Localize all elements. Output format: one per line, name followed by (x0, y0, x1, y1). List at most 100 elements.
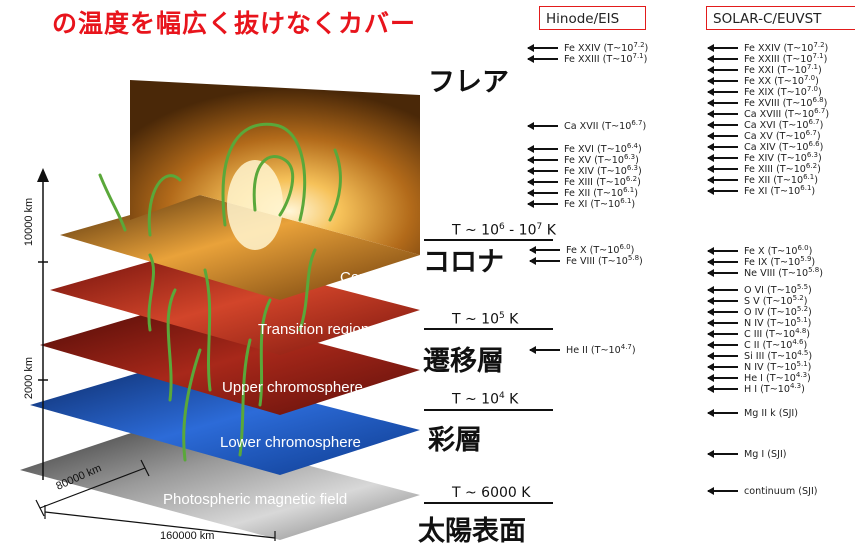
line-temp-exponent: 5.8 (627, 253, 640, 262)
line-ion: Fe XIV (744, 153, 774, 164)
spectral-line: Fe XIV (T~106.3) (707, 151, 829, 164)
line-ion: C III (744, 329, 763, 340)
spectral-line: C II (T~104.6) (707, 338, 812, 351)
left-arrow-icon (707, 297, 738, 305)
line-temp-prefix: (T~10 (773, 164, 806, 175)
line-temp-exponent: 5.2 (792, 293, 804, 302)
line-temp-exponent: 7.2 (813, 40, 825, 49)
line-temp-prefix: (T~10 (770, 175, 804, 186)
line-temp-prefix: (T~10 (763, 318, 797, 329)
line-ion: He II (566, 345, 588, 356)
line-ion: Fe XXIV (564, 43, 601, 54)
line-temp-suffix: ) (639, 256, 643, 267)
euvst-lines-warm: Fe X (T~106.0)Fe IX (T~105.9)Ne VIII (T~… (707, 244, 823, 279)
line-temp-suffix: ) (811, 186, 816, 197)
spectral-line: Fe XXIII (T~107.1) (707, 52, 829, 65)
spectral-line: Fe X (T~106.0) (529, 243, 643, 256)
line-ion: Ne VIII (744, 268, 776, 279)
line-temp-suffix: ) (823, 54, 828, 65)
layer-transition-region (50, 250, 420, 355)
line-temp-prefix: (T~10 (775, 120, 809, 131)
spectral-line: Fe XI (T~106.1) (707, 184, 829, 197)
line-temp-exponent: 7.0 (804, 73, 816, 82)
left-arrow-icon (707, 132, 738, 140)
line-temp-suffix: ) (803, 296, 808, 307)
left-arrow-icon (707, 363, 738, 371)
line-temp-prefix: (T~10 (764, 246, 798, 257)
width-label: 160000 km (160, 530, 214, 542)
left-arrow-icon (527, 156, 558, 164)
line-temp-prefix: (T~10 (773, 65, 807, 76)
line-temp-prefix: (T~10 (590, 188, 624, 199)
spectral-line: He II (T~104.7) (529, 342, 636, 356)
line-temp-suffix: ) (630, 245, 635, 256)
temp-chromosphere: T ~ 104 K (452, 391, 519, 408)
spectral-line: Ne VIII (T~105.8) (707, 266, 823, 279)
line-temp-suffix: ) (807, 362, 812, 373)
line-temp-suffix: ) (808, 307, 812, 318)
line-temp-exponent: 5.5 (796, 282, 809, 291)
line-temp-suffix: ) (637, 144, 642, 155)
spectral-line: H I (T~104.3) (707, 382, 812, 395)
line-temp-suffix: ) (819, 142, 824, 153)
left-arrow-icon (707, 374, 738, 382)
line-temp-suffix: ) (643, 54, 648, 65)
headline: の温度を幅広く抜けなくカバー (52, 9, 417, 38)
line-temp-suffix: ) (816, 131, 821, 142)
left-arrow-icon (707, 319, 738, 327)
spectral-line: Fe XI (T~106.1) (527, 197, 642, 210)
left-arrow-icon (707, 110, 738, 118)
line-temp-exponent: 7.0 (806, 84, 818, 93)
eis-lines-corona: Fe XVI (T~106.4)Fe XV (T~106.3)Fe XIV (T… (527, 142, 642, 210)
layer-label-transition: Transition region (258, 321, 369, 338)
spectral-line: Fe XIII (T~106.2) (527, 174, 642, 188)
line-temp-suffix: ) (807, 373, 811, 384)
eis-lines-hot: Ca XVII (T~106.7) (527, 119, 646, 132)
line-ion: Ca XIV (744, 142, 776, 153)
line-temp-suffix: ) (808, 351, 813, 362)
layer-photosphere (20, 425, 420, 540)
line-temp-prefix: (T~10 (764, 351, 798, 362)
line-temp-prefix: (T~10 (587, 199, 621, 210)
line-temp-exponent: 6.3 (624, 152, 636, 161)
left-arrow-icon (707, 99, 738, 107)
eis-lines-lower-corona: Fe X (T~106.0)Fe VIII (T~105.8) (529, 243, 643, 267)
spectral-line: Ca XV (T~106.7) (707, 129, 829, 142)
line-ion: Fe XX (744, 76, 772, 87)
left-arrow-icon (527, 167, 558, 175)
line-temp-prefix: (T~10 (593, 144, 627, 155)
line-temp-suffix: ) (824, 43, 829, 54)
line-temp-prefix: (T~10 (775, 142, 809, 153)
left-arrow-icon (707, 187, 738, 195)
temp-rule-transition (424, 328, 553, 330)
line-ion: N IV (744, 362, 764, 373)
line-temp-exponent: 4.7 (620, 342, 632, 351)
line-ion: Fe XII (744, 175, 771, 186)
spectral-line: Ca XVIII (T~106.7) (707, 107, 829, 120)
line-temp-exponent: 7.1 (806, 62, 818, 71)
left-arrow-icon (707, 341, 738, 349)
euvst-sji-mg1: Mg I (SJI) (707, 449, 787, 460)
line-temp-prefix: (T~10 (775, 268, 809, 279)
line-ion: Fe XII (564, 188, 591, 199)
line-temp-prefix: (T~10 (773, 87, 807, 98)
line-temp-suffix: ) (819, 120, 824, 131)
line-temp-suffix: ) (817, 65, 822, 76)
line-temp-suffix: ) (803, 340, 808, 351)
line-temp-exponent: 5.1 (796, 359, 808, 368)
line-temp-exponent: 6.2 (625, 174, 638, 183)
line-temp-suffix: ) (806, 329, 811, 340)
line-temp-suffix: ) (637, 166, 642, 177)
left-arrow-icon (707, 247, 738, 255)
left-arrow-icon (707, 330, 738, 338)
line-temp-exponent: 6.8 (812, 95, 824, 104)
euvst-lines-tr: O VI (T~105.5)S V (T~105.2)O IV (T~105.2… (707, 282, 813, 395)
line-ion: Fe XIII (744, 164, 774, 175)
line-temp-prefix: (T~10 (767, 257, 801, 268)
line-ion: Fe XVI (564, 144, 594, 155)
line-ion: S V (744, 296, 760, 307)
line-temp-prefix: (T~10 (767, 186, 801, 197)
instrument-box-hinode-eis: Hinode/EIS (539, 6, 646, 30)
left-arrow-icon (527, 178, 558, 186)
line-temp-suffix: ) (817, 153, 822, 164)
